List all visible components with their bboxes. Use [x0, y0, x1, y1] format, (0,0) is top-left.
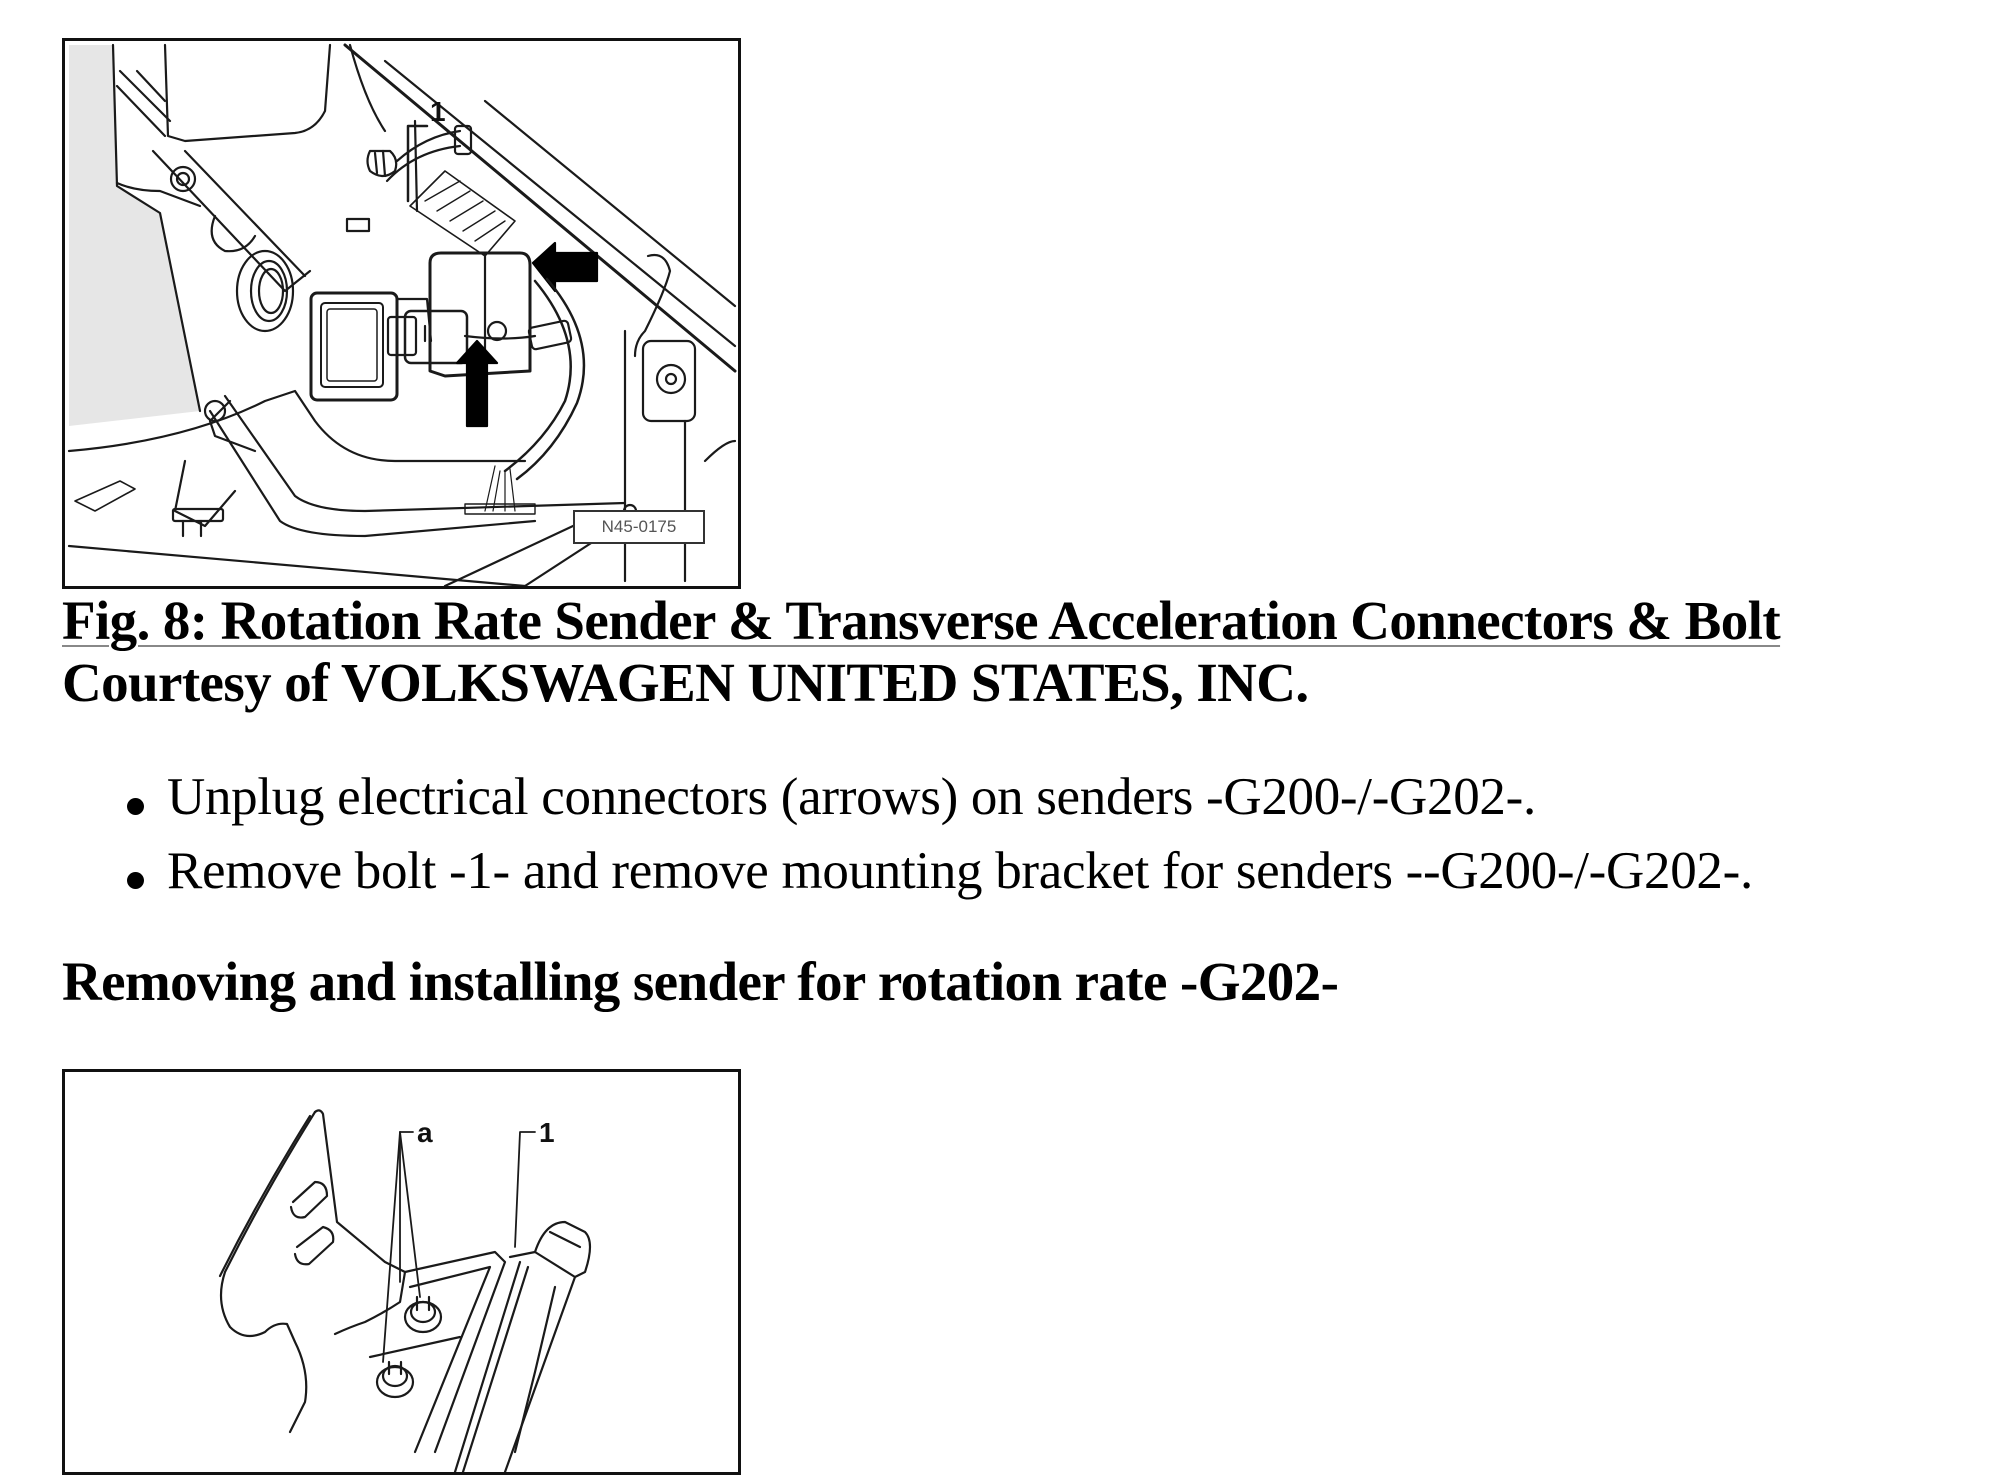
step-text: Unplug electrical connectors (arrows) on…	[167, 768, 1536, 826]
sender-bracket-line-drawing: a 1	[218, 1109, 592, 1472]
bullet-icon	[127, 798, 144, 815]
figure-sender-bracket-illustration: a 1	[62, 1069, 741, 1475]
procedure-steps-list: Unplug electrical connectors (arrows) on…	[0, 760, 1753, 908]
list-item: Unplug electrical connectors (arrows) on…	[0, 760, 1753, 834]
callout-sender-1: 1	[539, 1117, 555, 1148]
connectors-line-drawing: 1	[67, 43, 737, 586]
figure-title: Fig. 8: Rotation Rate Sender & Transvers…	[62, 590, 1781, 651]
section-heading: Removing and installing sender for rotat…	[62, 951, 1339, 1012]
figure-caption: Fig. 8: Rotation Rate Sender & Transvers…	[62, 590, 1781, 714]
list-item: Remove bolt -1- and remove mounting brac…	[0, 834, 1753, 908]
figure-courtesy: Courtesy of VOLKSWAGEN UNITED STATES, IN…	[62, 652, 1309, 713]
step-text: Remove bolt -1- and remove mounting brac…	[167, 842, 1753, 900]
bullet-icon	[127, 872, 144, 889]
figure-code-label: N45-0175	[573, 510, 705, 544]
figure-connectors-illustration: 1 N45-0175	[62, 38, 741, 589]
callout-bolt-1: 1	[430, 96, 446, 127]
callout-nuts-a: a	[417, 1117, 433, 1148]
